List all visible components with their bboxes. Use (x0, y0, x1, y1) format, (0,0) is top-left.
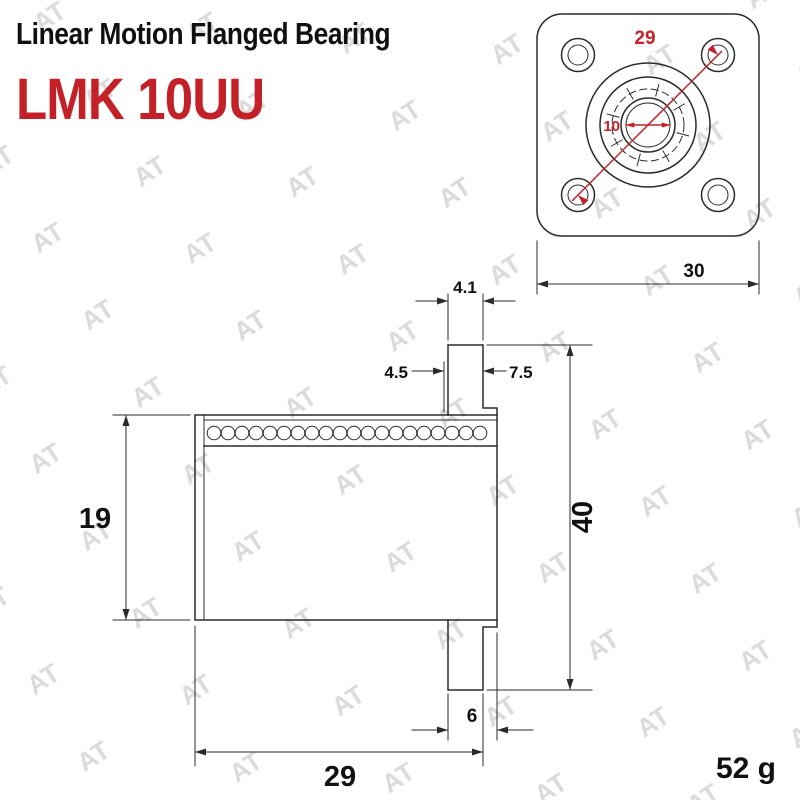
dim-flange-od: 40 (486, 344, 599, 691)
dim-groove-width: 4.5 (384, 361, 445, 413)
front-view: 29 10 30 (536, 13, 760, 295)
flange-cross-section (447, 344, 498, 691)
flange-outline (536, 13, 760, 237)
bolt-hole-bottom-right (700, 177, 736, 213)
body-outline (194, 414, 498, 621)
weight-label: 52 g (715, 752, 776, 785)
dim-flange-thickness-label: 6 (467, 706, 478, 727)
dim-flange-width-label: 30 (683, 261, 704, 282)
side-view: 4.1 4.5 7.5 19 (79, 278, 599, 793)
dim-flange-plate-thickness-label: 4.1 (453, 278, 477, 297)
dim-flange-thickness: 6 (411, 632, 534, 741)
bolt-hole-top-left (560, 37, 596, 73)
page-title: Linear Motion Flanged Bearing (16, 16, 391, 51)
flange-bottom-profile (447, 619, 498, 691)
bearing-body (194, 414, 498, 621)
model-number: LMK 10UU (16, 67, 265, 132)
dim-bolt-pcd-label: 29 (634, 28, 655, 49)
dimension-line (571, 50, 723, 202)
ball (472, 425, 488, 441)
bolt-hole-bottom-left (560, 177, 596, 213)
flange-top-profile (447, 344, 498, 416)
dim-body-od-label: 19 (79, 503, 111, 535)
dim-groove-width-label: 4.5 (384, 363, 408, 382)
dim-total-length-label: 29 (324, 761, 356, 793)
ball-row (206, 425, 488, 441)
dim-boss-depth-label: 7.5 (509, 363, 533, 382)
dim-total-length: 29 (194, 625, 484, 793)
dim-bore-label: 10 (603, 118, 620, 135)
dim-flange-od-label: 40 (567, 501, 599, 533)
ball-position-ticks (606, 83, 690, 167)
bearing-bore-circles (585, 62, 711, 188)
bolt-hole-top-right (700, 37, 736, 73)
dim-bore: 10 (603, 118, 670, 135)
dim-boss-depth: 7.5 (482, 363, 533, 382)
dim-flange-width: 30 (536, 240, 760, 295)
dim-body-od: 19 (79, 414, 191, 621)
ball-track-circle (611, 88, 685, 162)
dim-flange-plate-thickness: 4.1 (415, 278, 516, 341)
dim-bolt-pcd: 29 (571, 28, 723, 206)
